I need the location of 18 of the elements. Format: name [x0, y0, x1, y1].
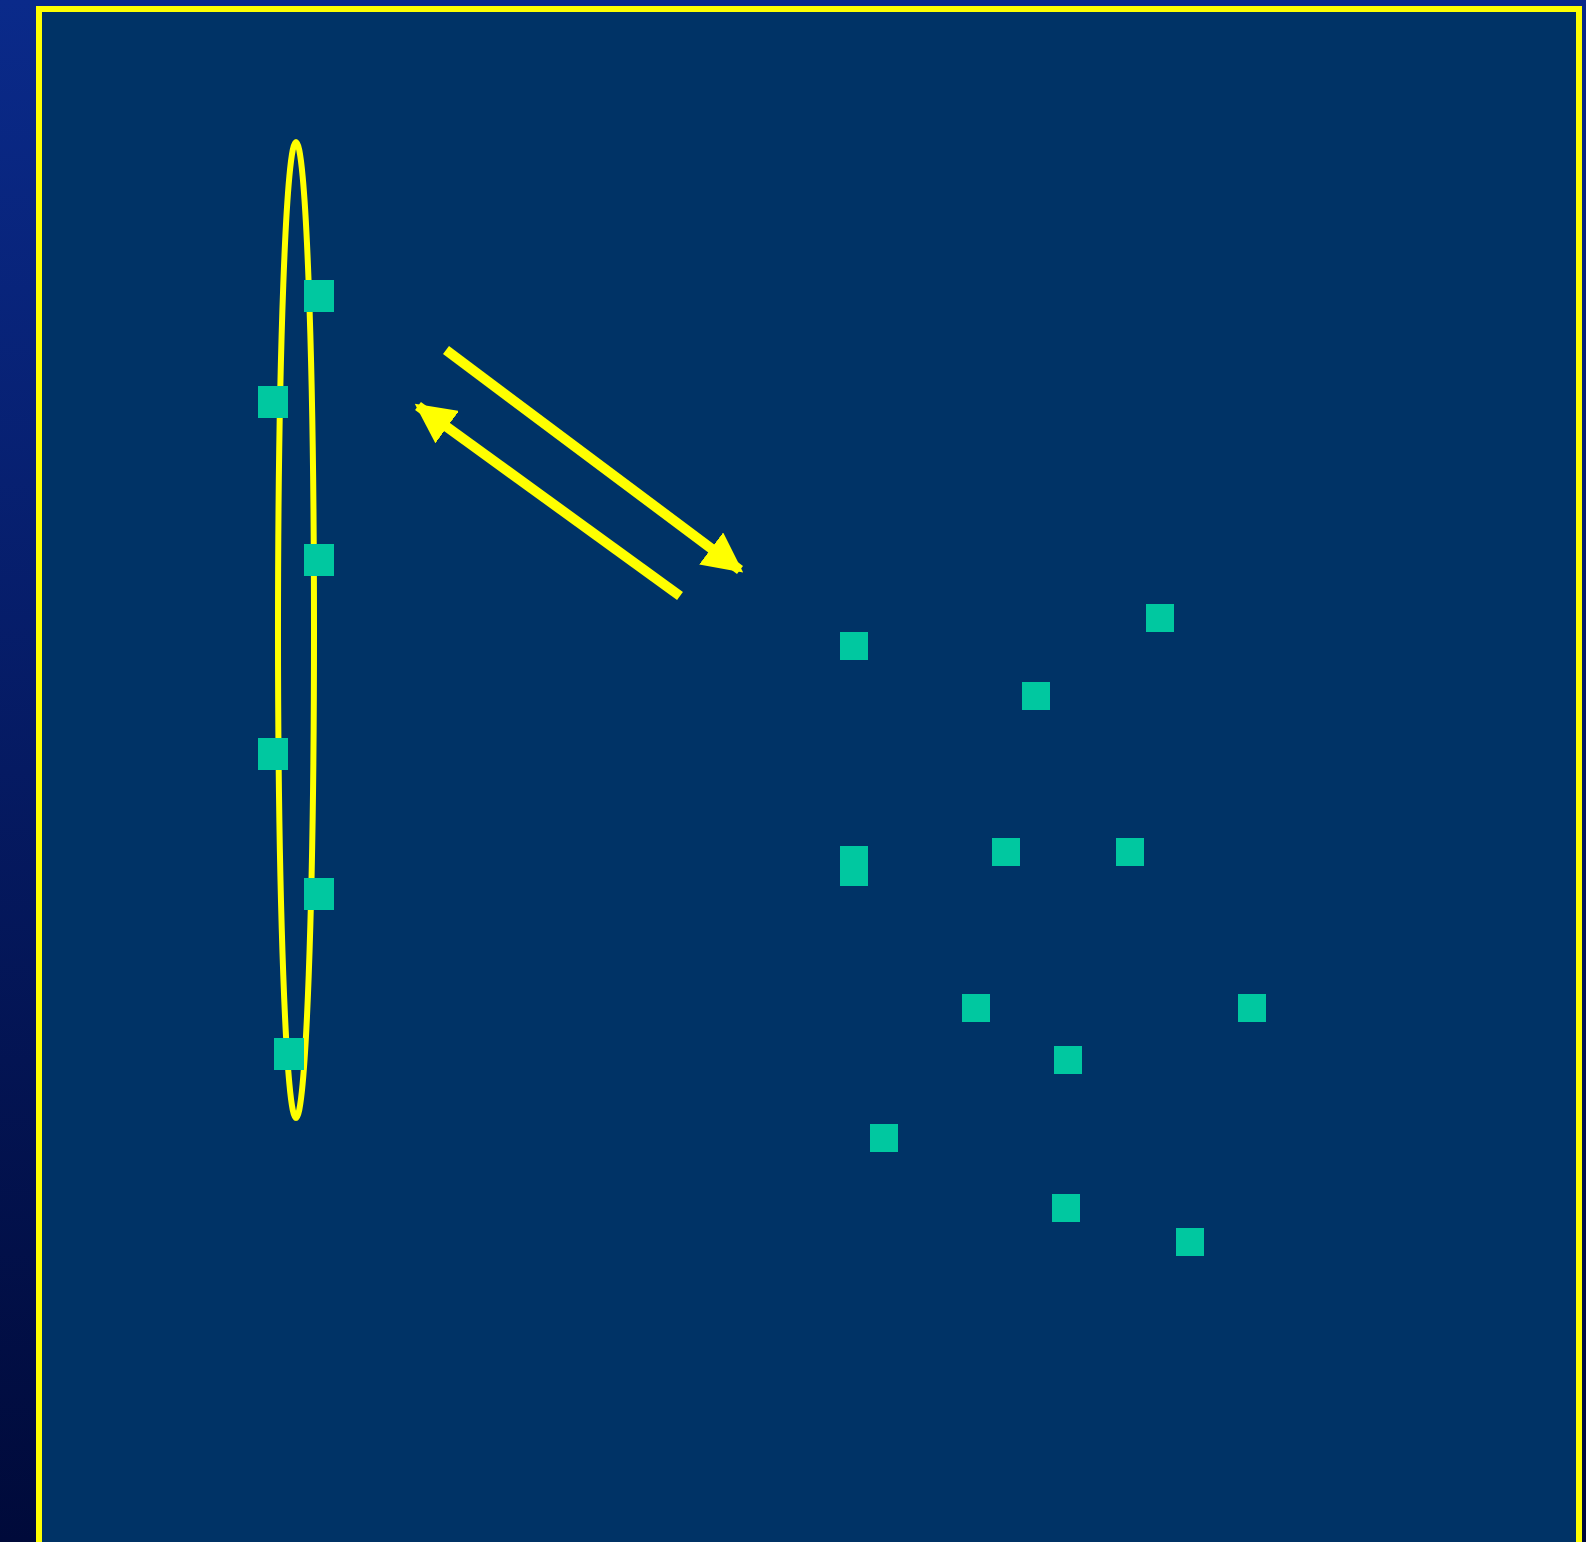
data-point-square — [304, 544, 334, 576]
data-point-square — [274, 1038, 304, 1070]
data-point-square — [304, 280, 334, 312]
data-point-square — [258, 386, 288, 418]
data-point-square — [1146, 604, 1174, 632]
data-point-square — [840, 632, 868, 660]
data-point-square — [304, 878, 334, 910]
data-point-square — [1176, 1228, 1204, 1256]
data-point-square — [1116, 838, 1144, 866]
data-point-square — [840, 846, 868, 886]
data-point-square — [1054, 1046, 1082, 1074]
data-point-square — [962, 994, 990, 1022]
data-point-square — [1238, 994, 1266, 1022]
data-point-square — [1052, 1194, 1080, 1222]
data-point-square — [870, 1124, 898, 1152]
data-point-square — [258, 738, 288, 770]
data-point-square — [992, 838, 1020, 866]
data-point-square — [1022, 682, 1050, 710]
